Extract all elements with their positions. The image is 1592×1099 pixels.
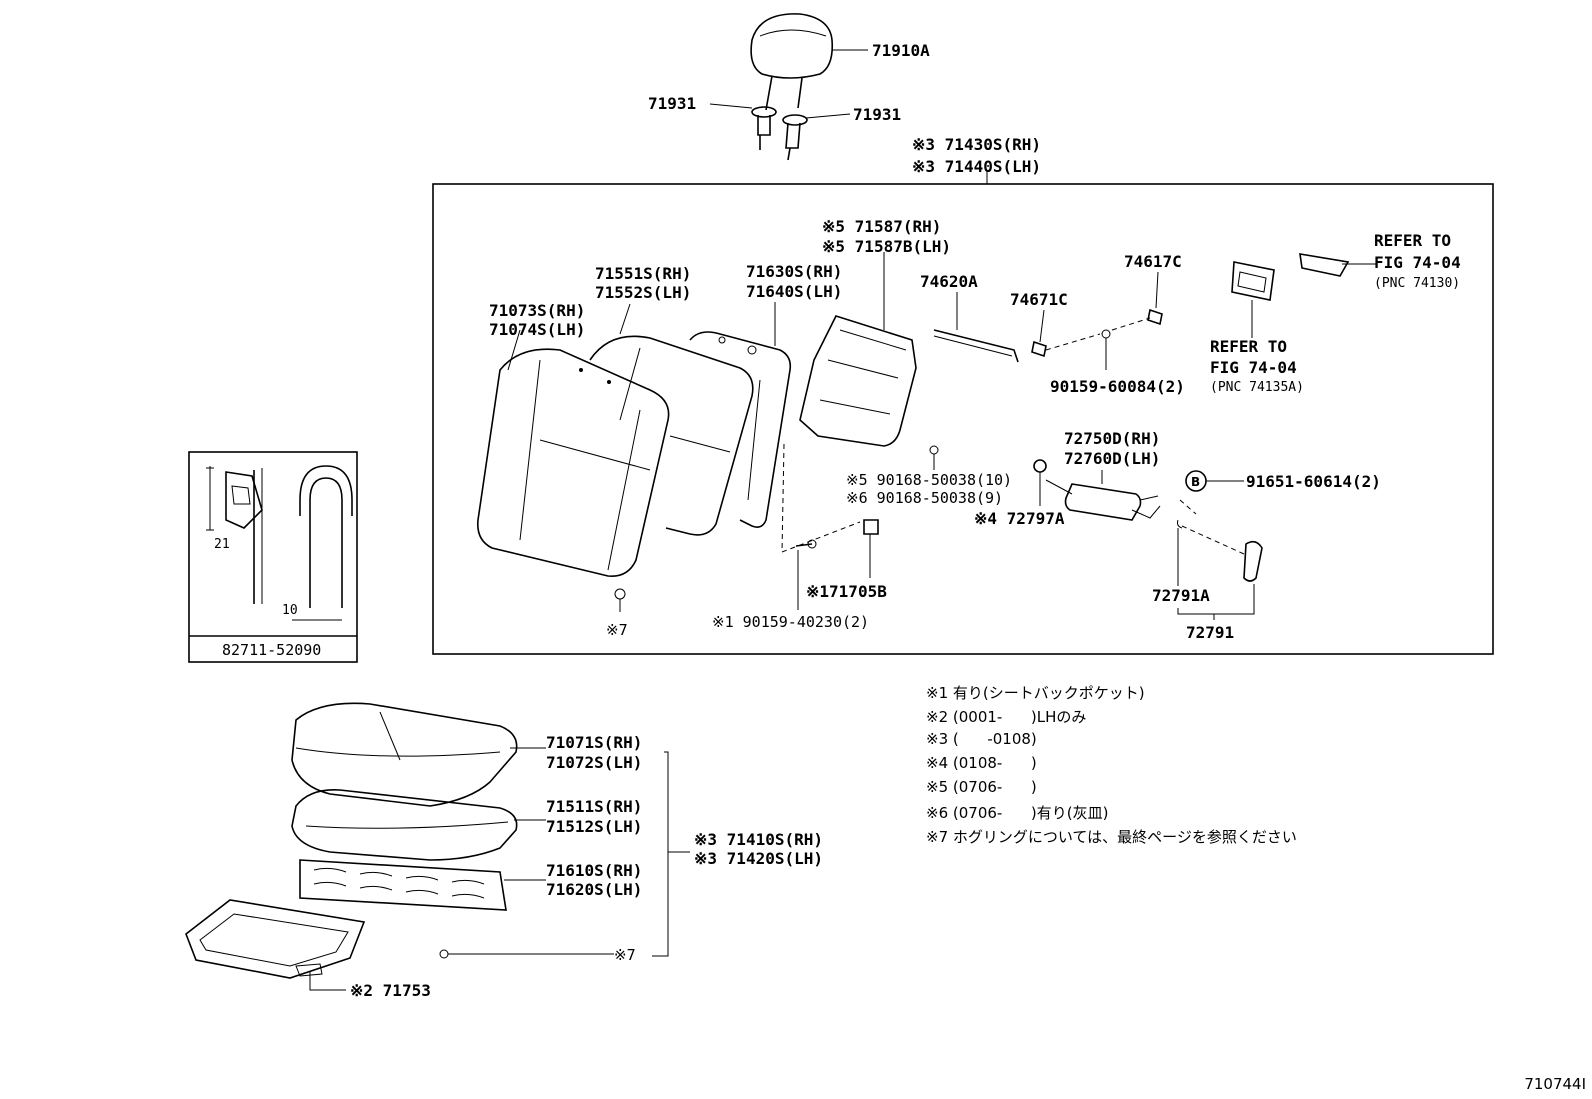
svg-text:B: B	[1191, 475, 1200, 489]
label-board-lh: ※5 71587B(LH)	[822, 237, 951, 256]
label-cushion-pad-lh: 71512S(LH)	[546, 817, 642, 836]
note-1: ※1 有り(シートバックポケット)	[926, 684, 1145, 702]
label-screw-5: ※5 90168-50038(10)	[846, 471, 1012, 489]
label-undercover: ※2 71753	[350, 981, 431, 1000]
label-knob-a: 72791A	[1152, 586, 1210, 605]
label-cushion-pad-rh: 71511S(RH)	[546, 797, 642, 816]
seatback-assembly-frame	[432, 183, 1494, 655]
label-refer2-a: REFER TO	[1210, 337, 1287, 356]
label-cover-rh: 71073S(RH)	[489, 301, 585, 320]
label-nut: ※4 72797A	[974, 509, 1065, 528]
label-spring-rh: 71610S(RH)	[546, 861, 642, 880]
label-rod: 74620A	[920, 272, 978, 291]
headrest-guide-right-drawing	[782, 114, 808, 161]
note-5: ※5 (0706- )	[926, 778, 1037, 796]
bolt-b-drawing: B	[1185, 470, 1207, 492]
label-inset-dim-b: 10	[282, 603, 298, 618]
label-hogring-back: ※7	[606, 621, 628, 639]
label-frame-rh: 71630S(RH)	[746, 262, 842, 281]
label-guide-left: 71931	[648, 94, 696, 113]
inset-frame	[188, 451, 358, 663]
figure-id: 710744I	[1524, 1075, 1586, 1093]
nut-drawing	[1033, 459, 1047, 473]
screw-lower-drawing	[795, 539, 817, 549]
label-seatback-assy-rh: ※3 71430S(RH)	[912, 135, 1041, 154]
label-lumbar-rh: 72750D(RH)	[1064, 429, 1160, 448]
headrest-drawing	[750, 13, 834, 111]
hogring-back-drawing	[614, 588, 626, 600]
seatback-pad-drawing	[589, 335, 754, 536]
label-seatback-assy-lh: ※3 71440S(LH)	[912, 157, 1041, 176]
lumbar-drawing	[1045, 479, 1161, 521]
rod-drawing	[933, 329, 1019, 363]
label-inset-part: 82711-52090	[222, 641, 321, 659]
cushion-pad-drawing	[291, 789, 518, 861]
note-4: ※4 (0108- )	[926, 754, 1037, 772]
inset-strap-drawing	[292, 465, 353, 621]
label-bolt-b: 91651-60614(2)	[1246, 472, 1381, 491]
label-refer2-c: (PNC 74135A)	[1210, 380, 1304, 395]
label-cushion-cover-lh: 71072S(LH)	[546, 753, 642, 772]
label-guide-right: 71931	[853, 105, 901, 124]
headrest-guide-left-drawing	[751, 106, 777, 150]
knob-drawing	[1243, 540, 1263, 582]
inset-clip-drawing	[206, 466, 263, 604]
note-7: ※7 ホグリングについては、最終ページを参照ください	[926, 828, 1297, 846]
label-frame-lh: 71640S(LH)	[746, 282, 842, 301]
grommet-drawing	[863, 519, 879, 535]
label-screw-6: ※6 90168-50038(9)	[846, 489, 1003, 507]
label-cushion-cover-rh: 71071S(RH)	[546, 733, 642, 752]
screw-top-drawing	[1101, 329, 1111, 370]
label-refer1-c: (PNC 74130)	[1374, 276, 1460, 291]
label-knob: 72791	[1186, 623, 1234, 642]
label-hogring-cushion: ※7	[614, 946, 636, 964]
cushion-cover-drawing	[291, 702, 518, 807]
refer-part-1-drawing	[1299, 253, 1350, 277]
seatback-board-drawing	[799, 315, 917, 447]
label-pad-lh: 71552S(LH)	[595, 283, 691, 302]
refer-part-2-drawing	[1231, 261, 1275, 301]
label-clip: 74617C	[1124, 252, 1182, 271]
label-board-rh: ※5 71587(RH)	[822, 217, 941, 236]
bracket-drawing	[1031, 340, 1047, 358]
label-cushion-assy-rh: ※3 71410S(RH)	[694, 830, 823, 849]
label-lumbar-lh: 72760D(LH)	[1064, 449, 1160, 468]
note-6: ※6 (0706- )有り(灰皿)	[926, 804, 1109, 822]
label-grommet: ※171705B	[806, 582, 887, 601]
label-screw-1: ※1 90159-40230(2)	[712, 613, 869, 631]
label-spring-lh: 71620S(LH)	[546, 880, 642, 899]
cushion-undercover-drawing	[185, 899, 366, 979]
label-refer2-b: FIG 74-04	[1210, 358, 1297, 377]
seatback-frame-drawing	[689, 331, 792, 528]
note-2: ※2 (0001- )LHのみ	[926, 708, 1087, 726]
note-3: ※3 ( -0108)	[926, 730, 1037, 748]
label-inset-dim-a: 21	[214, 537, 230, 552]
screws-5-6-drawing	[929, 445, 939, 470]
label-refer1-b: FIG 74-04	[1374, 253, 1461, 272]
label-pad-rh: 71551S(RH)	[595, 264, 691, 283]
label-screw-top: 90159-60084(2)	[1050, 377, 1185, 396]
label-cover-lh: 71074S(LH)	[489, 320, 585, 339]
seatback-cover-drawing	[476, 348, 670, 577]
label-cushion-assy-lh: ※3 71420S(LH)	[694, 849, 823, 868]
label-headrest: 71910A	[872, 41, 930, 60]
cushion-spring-drawing	[299, 859, 507, 911]
label-refer1-a: REFER TO	[1374, 231, 1451, 250]
label-bracket: 74671C	[1010, 290, 1068, 309]
clip-drawing	[1147, 308, 1163, 326]
